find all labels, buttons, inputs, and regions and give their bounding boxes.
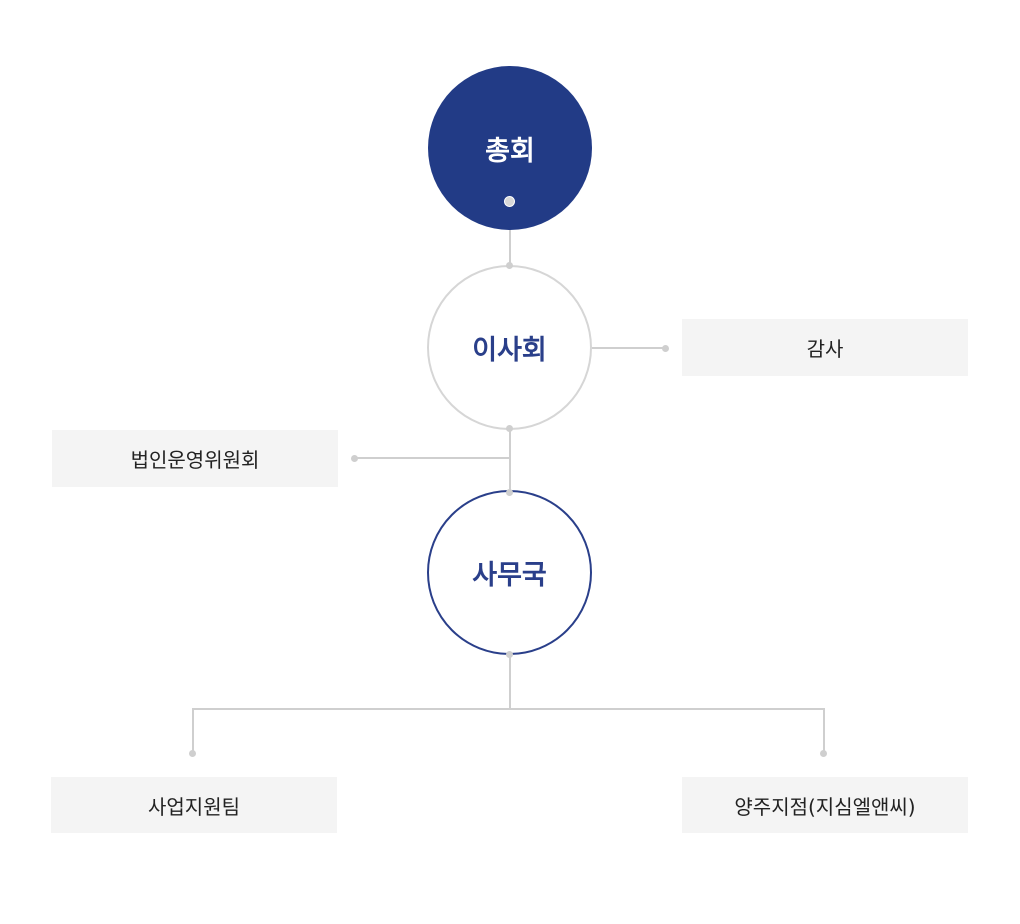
- connector-dot-committee: [351, 455, 358, 462]
- connector-dot-board-bottom: [506, 425, 513, 432]
- node-business-team: 사업지원팀: [51, 777, 337, 833]
- node-branch: 양주지점(지심엘앤씨): [682, 777, 968, 833]
- node-audit: 감사: [682, 319, 968, 376]
- node-business-team-label: 사업지원팀: [148, 794, 240, 819]
- connector-dot-audit: [662, 345, 669, 352]
- connector-board-audit: [592, 347, 666, 349]
- connector-dot-board-top: [506, 262, 513, 269]
- node-secretariat: 사무국: [427, 490, 592, 655]
- connector-dot-secretariat-bottom: [506, 651, 513, 658]
- node-secretariat-label: 사무국: [472, 560, 547, 591]
- node-branch-label: 양주지점(지심엘앤씨): [734, 794, 916, 819]
- connector-committee: [355, 457, 511, 459]
- node-board-label: 이사회: [472, 335, 547, 366]
- connector-assembly-board: [509, 202, 511, 266]
- connector-board-secretariat: [509, 429, 511, 493]
- node-committee-label: 법인운영위원회: [130, 448, 260, 472]
- connector-business-drop: [192, 708, 194, 754]
- node-board: 이사회: [427, 265, 592, 430]
- connector-horizontal-bottom: [192, 708, 825, 710]
- connector-dot-assembly: [504, 196, 515, 207]
- connector-secretariat-down: [509, 654, 511, 709]
- node-general-assembly-label: 총회: [485, 135, 535, 167]
- connector-branch-drop: [823, 708, 825, 754]
- connector-dot-secretariat-top: [506, 489, 513, 496]
- connector-dot-branch: [820, 750, 827, 757]
- node-audit-label: 감사: [806, 337, 844, 361]
- connector-dot-business: [189, 750, 196, 757]
- node-committee: 법인운영위원회: [52, 430, 338, 487]
